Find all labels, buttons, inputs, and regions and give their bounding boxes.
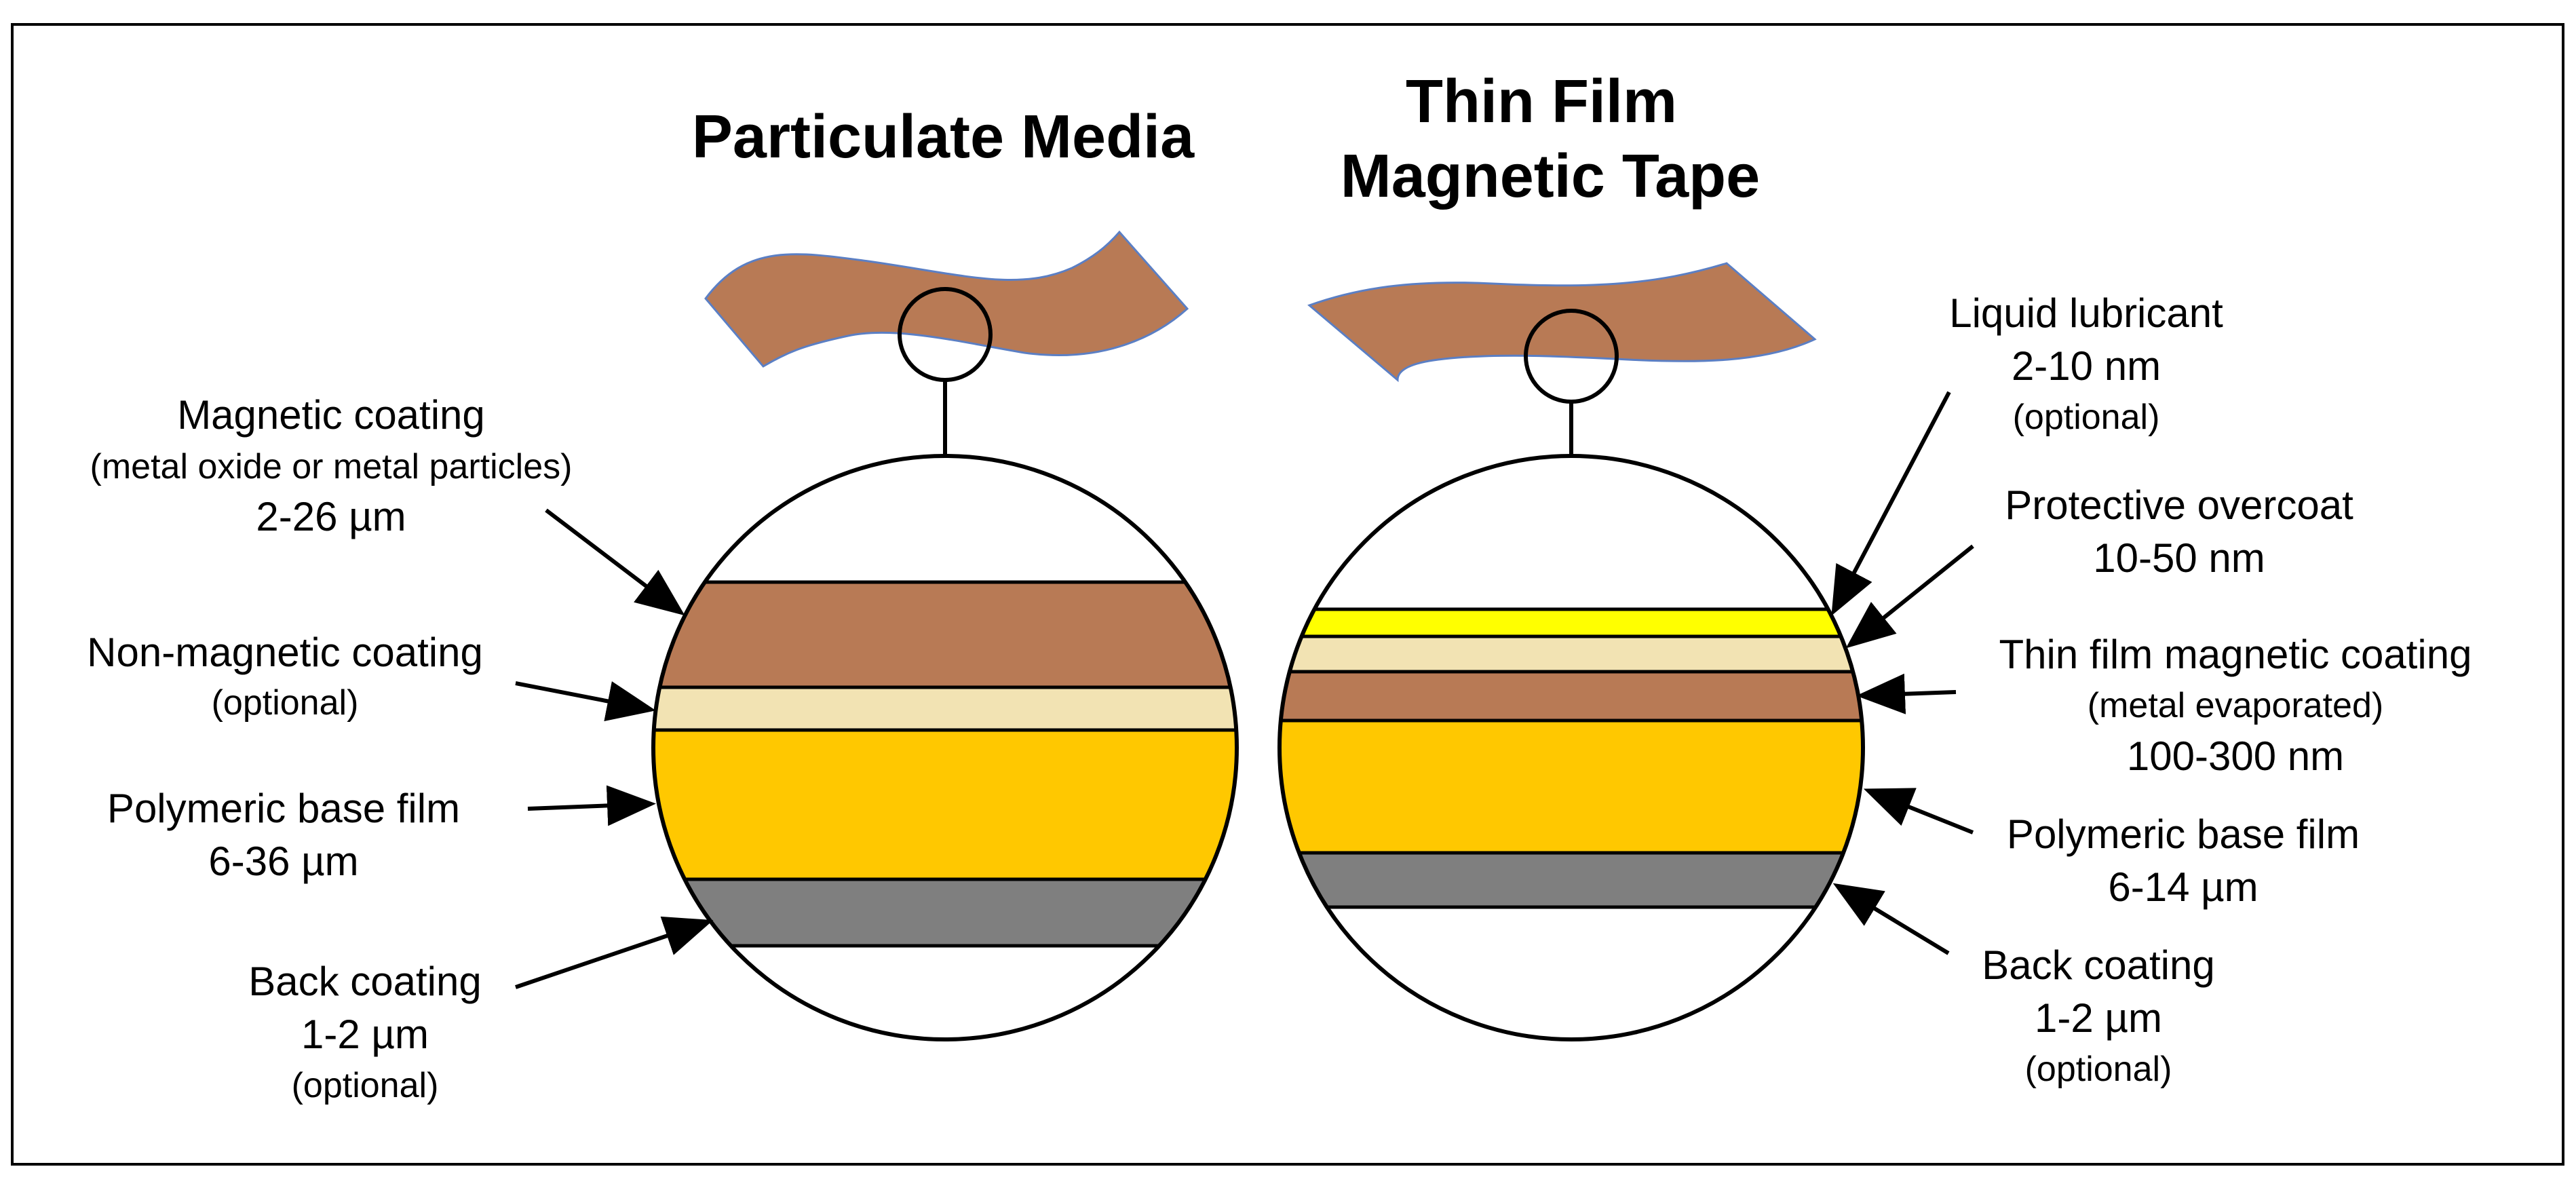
svg-text:1-2 µm: 1-2 µm bbox=[301, 1012, 429, 1057]
arrow-particulate-base bbox=[527, 785, 656, 826]
svg-text:10-50 nm: 10-50 nm bbox=[2093, 535, 2265, 581]
arrow-thinfilm-lubricant bbox=[1831, 391, 1951, 616]
particulate-zoom-view bbox=[651, 454, 1239, 1041]
thinfilm-layer-base bbox=[1280, 721, 1863, 853]
particulate-layers bbox=[653, 580, 1237, 948]
label-particulate-base: Polymeric base film 6-36 µm bbox=[107, 786, 460, 884]
particulate-title: Particulate Media bbox=[692, 103, 1195, 171]
label-particulate-nonmagnetic: Non-magnetic coating (optional) bbox=[87, 630, 483, 723]
svg-text:(optional): (optional) bbox=[292, 1066, 439, 1105]
svg-text:100-300 nm: 100-300 nm bbox=[2127, 733, 2344, 779]
figure-frame bbox=[11, 23, 2564, 1166]
svg-text:Back coating: Back coating bbox=[1982, 942, 2215, 988]
svg-text:(optional): (optional) bbox=[212, 683, 359, 723]
thinfilm-layer-magnetic bbox=[1280, 672, 1863, 721]
arrow-thinfilm-base bbox=[1863, 788, 1974, 835]
thinfilm-layers bbox=[1280, 607, 1863, 909]
thinfilm-tape-strip bbox=[1307, 262, 1817, 383]
label-thinfilm-back: Back coating 1-2 µm (optional) bbox=[1982, 942, 2215, 1089]
thinfilm-zoom-view bbox=[1277, 454, 1865, 1041]
svg-text:(metal oxide or metal particle: (metal oxide or metal particles) bbox=[90, 447, 573, 486]
svg-text:Protective overcoat: Protective overcoat bbox=[2005, 482, 2353, 528]
svg-text:Thin film magnetic coating: Thin film magnetic coating bbox=[1999, 632, 2472, 677]
particulate-layer-back bbox=[653, 879, 1237, 946]
svg-text:Polymeric base film: Polymeric base film bbox=[2007, 811, 2360, 857]
svg-text:6-36 µm: 6-36 µm bbox=[208, 839, 358, 884]
label-particulate-magnetic: Magnetic coating (metal oxide or metal p… bbox=[90, 392, 573, 539]
label-thinfilm-lubricant: Liquid lubricant 2-10 nm (optional) bbox=[1949, 290, 2223, 437]
svg-text:(optional): (optional) bbox=[2013, 398, 2160, 437]
arrow-particulate-back bbox=[515, 916, 714, 989]
svg-text:Liquid lubricant: Liquid lubricant bbox=[1949, 290, 2223, 336]
label-particulate-back: Back coating 1-2 µm (optional) bbox=[248, 959, 482, 1105]
label-thinfilm-base: Polymeric base film 6-14 µm bbox=[2007, 811, 2360, 910]
svg-text:6-14 µm: 6-14 µm bbox=[2108, 864, 2258, 910]
arrow-particulate-nonmagnetic bbox=[515, 681, 656, 721]
thinfilm-layer-back bbox=[1280, 853, 1863, 907]
particulate-tape-strip bbox=[704, 230, 1189, 368]
thinfilm-title-line2: Magnetic Tape bbox=[1341, 142, 1760, 210]
svg-text:Non-magnetic coating: Non-magnetic coating bbox=[87, 630, 483, 675]
svg-text:2-10 nm: 2-10 nm bbox=[2012, 343, 2161, 389]
thinfilm-layer-overcoat bbox=[1280, 636, 1863, 672]
arrow-particulate-magnetic bbox=[545, 508, 685, 616]
particulate-layer-nonmagnetic bbox=[653, 687, 1237, 730]
thinfilm-layer-lubricant bbox=[1280, 609, 1863, 636]
arrow-thinfilm-overcoat bbox=[1845, 544, 1974, 649]
svg-text:Magnetic coating: Magnetic coating bbox=[177, 392, 485, 438]
svg-text:(optional): (optional) bbox=[2025, 1050, 2172, 1089]
svg-text:2-26 µm: 2-26 µm bbox=[256, 494, 406, 539]
arrow-thinfilm-back bbox=[1832, 883, 1950, 955]
arrow-thinfilm-magnetic bbox=[1856, 673, 1957, 714]
svg-text:Back coating: Back coating bbox=[248, 959, 482, 1004]
svg-text:1-2 µm: 1-2 µm bbox=[2035, 995, 2162, 1041]
label-thinfilm-overcoat: Protective overcoat 10-50 nm bbox=[2005, 482, 2353, 581]
particulate-layer-magnetic bbox=[653, 582, 1237, 687]
particulate-layer-base bbox=[653, 730, 1237, 879]
svg-text:Polymeric base film: Polymeric base film bbox=[107, 786, 460, 831]
svg-text:(metal evaporated): (metal evaporated) bbox=[2088, 686, 2383, 725]
thinfilm-title-line1: Thin Film bbox=[1406, 68, 1677, 136]
label-thinfilm-magnetic: Thin film magnetic coating (metal evapor… bbox=[1999, 632, 2472, 779]
